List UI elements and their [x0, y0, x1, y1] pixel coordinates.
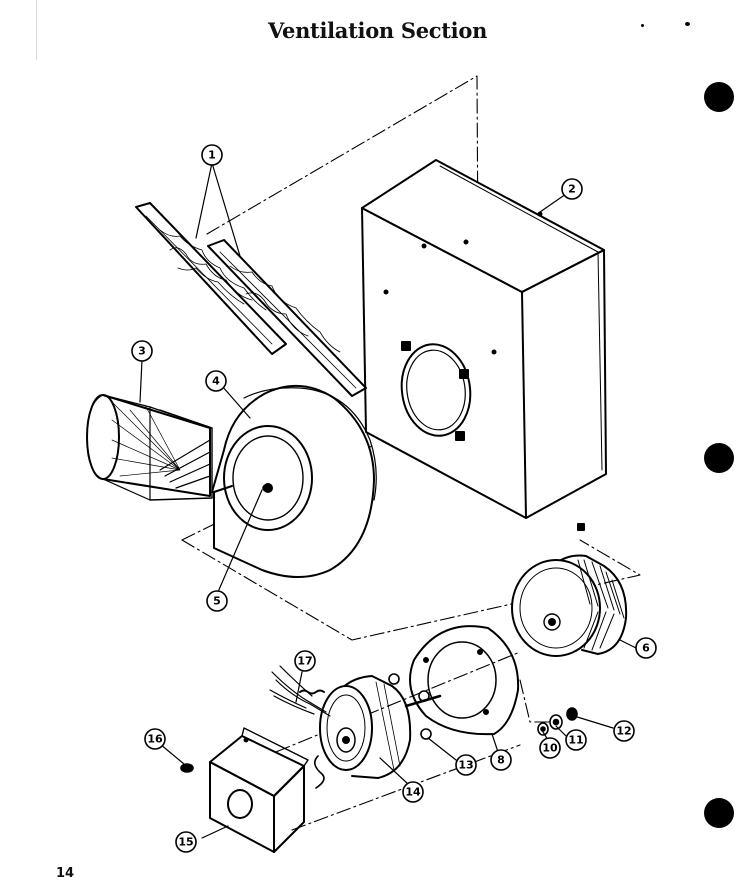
binder-hole-middle	[704, 443, 734, 473]
callout-circle	[201, 144, 223, 166]
callout-circle	[131, 340, 153, 362]
washer-11	[549, 714, 563, 730]
callout-label: 3	[138, 345, 146, 358]
callout-3: 3	[131, 340, 153, 362]
blower-wheel	[511, 523, 628, 657]
callout-label: 5	[213, 595, 221, 608]
callout-circle	[565, 729, 587, 751]
callout-label: 1	[208, 149, 216, 162]
callout-15: 15	[175, 831, 197, 853]
callout-circle	[175, 831, 197, 853]
callout-14: 14	[402, 781, 424, 803]
callout-label: 8	[497, 754, 505, 767]
callout-16: 16	[144, 728, 166, 750]
scan-margin-line	[36, 0, 37, 60]
callout-label: 6	[642, 642, 650, 655]
callout-11: 11	[565, 729, 587, 751]
callout-label: 4	[212, 375, 220, 388]
callout-13: 13	[455, 754, 477, 776]
callout-circle	[561, 178, 583, 200]
callout-label: 14	[405, 786, 421, 799]
callout-label: 16	[147, 733, 163, 746]
scan-speck	[641, 24, 644, 27]
callout-circle	[294, 650, 316, 672]
blower-housing	[211, 384, 377, 578]
callout-4: 4	[205, 370, 227, 392]
screw-5	[262, 484, 270, 492]
damper	[86, 394, 213, 501]
scan-speck	[685, 22, 690, 26]
screw-16	[180, 763, 194, 773]
binder-hole-top	[704, 82, 734, 112]
nut-12	[566, 707, 578, 721]
callout-1: 1	[201, 144, 223, 166]
leader-lines	[139, 162, 637, 839]
callout-12: 12	[613, 720, 635, 742]
callout-circle	[455, 754, 477, 776]
filter-panel-left	[135, 202, 287, 355]
callout-circle	[635, 637, 657, 659]
washer-10	[537, 722, 549, 736]
motor-leads	[269, 665, 331, 789]
callout-6: 6	[635, 637, 657, 659]
callout-label: 17	[297, 655, 312, 668]
mounting-ring	[409, 625, 520, 736]
callout-17: 17	[294, 650, 316, 672]
callout-label: 10	[542, 742, 558, 755]
callout-10: 10	[539, 737, 561, 759]
binder-hole-bottom	[704, 798, 734, 828]
filter-panel-right	[207, 239, 367, 397]
callout-5: 5	[206, 590, 228, 612]
page-title: Ventilation Section	[267, 18, 488, 43]
callout-label: 11	[568, 734, 583, 747]
callout-circle	[539, 737, 561, 759]
callout-label: 12	[616, 725, 631, 738]
callout-8: 8	[490, 749, 512, 771]
motor	[319, 675, 442, 779]
callout-label: 13	[458, 759, 473, 772]
callout-circle	[402, 781, 424, 803]
callout-2: 2	[561, 178, 583, 200]
callout-label: 2	[568, 183, 576, 196]
cabinet	[361, 159, 607, 519]
junction-box	[209, 727, 309, 853]
callout-circle	[490, 749, 512, 771]
callout-circle	[613, 720, 635, 742]
callout-label: 15	[178, 836, 193, 849]
callout-circle	[144, 728, 166, 750]
callout-circle	[205, 370, 227, 392]
page-number: 14	[56, 866, 75, 881]
callout-circle	[206, 590, 228, 612]
